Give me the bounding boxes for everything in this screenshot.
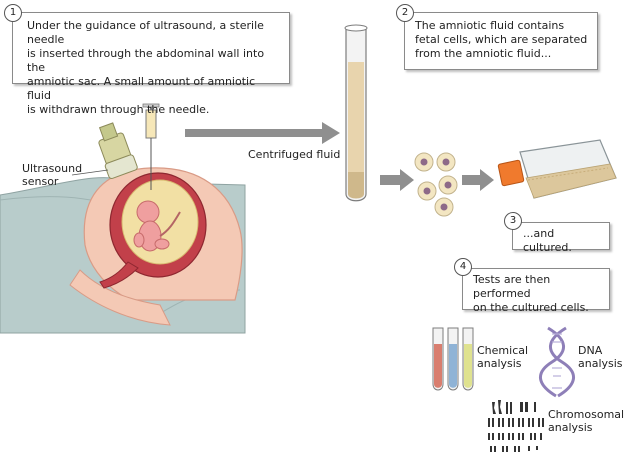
step-4-text: Tests are then performed on the cultured…	[473, 273, 589, 314]
uterus-neck	[99, 261, 139, 289]
ultrasound-sensor-icon	[98, 122, 138, 179]
step-3-text: ...and cultured.	[523, 227, 572, 254]
ultrasound-leader-line	[71, 169, 109, 176]
step-1-number: 1	[4, 4, 22, 22]
ultrasound-sensor-label: Ultrasound sensor	[22, 162, 83, 188]
tube-yellow	[462, 327, 474, 391]
karyotype-icon	[488, 400, 544, 452]
arrow-to-tube	[185, 122, 340, 144]
step-3-callout: ...and cultured.	[512, 222, 610, 254]
chemical-tubes-icon	[432, 327, 474, 391]
amniotic-sac	[121, 179, 199, 265]
dna-analysis-label: DNA analysis	[578, 344, 623, 370]
cell-icon	[434, 197, 454, 217]
step-4-callout: Tests are then performed on the cultured…	[462, 268, 610, 314]
cell-icon	[436, 152, 456, 172]
fetal-cells	[414, 152, 458, 217]
arrow-to-flask	[462, 169, 494, 191]
centrifuged-fluid-label: Centrifuged fluid	[248, 148, 341, 161]
cell-icon	[417, 181, 437, 201]
step-2-text: The amniotic fluid contains fetal cells,…	[415, 19, 588, 60]
cell-icon	[438, 175, 458, 195]
chemical-analysis-label: Chemical analysis	[477, 344, 529, 370]
step-3-number: 3	[504, 212, 522, 230]
step-1-text: Under the guidance of ultrasound, a ster…	[27, 19, 265, 116]
step-1-callout: Under the guidance of ultrasound, a ster…	[12, 12, 290, 116]
syringe-icon	[142, 103, 160, 190]
dna-helix-icon	[539, 326, 575, 398]
fetus	[133, 200, 170, 252]
step-2-callout: The amniotic fluid contains fetal cells,…	[404, 12, 598, 70]
umbilical-cord	[159, 211, 181, 237]
step-4-number: 4	[454, 258, 472, 276]
cell-icon	[414, 152, 434, 172]
arrow-to-cells	[380, 169, 414, 191]
step-2-number: 2	[396, 4, 414, 22]
tube-red	[432, 327, 444, 391]
culture-flask-icon	[497, 139, 617, 199]
test-tube-icon	[344, 24, 368, 202]
chromosomal-analysis-label: Chromosomal analysis	[548, 408, 625, 434]
tube-blue	[447, 327, 459, 391]
